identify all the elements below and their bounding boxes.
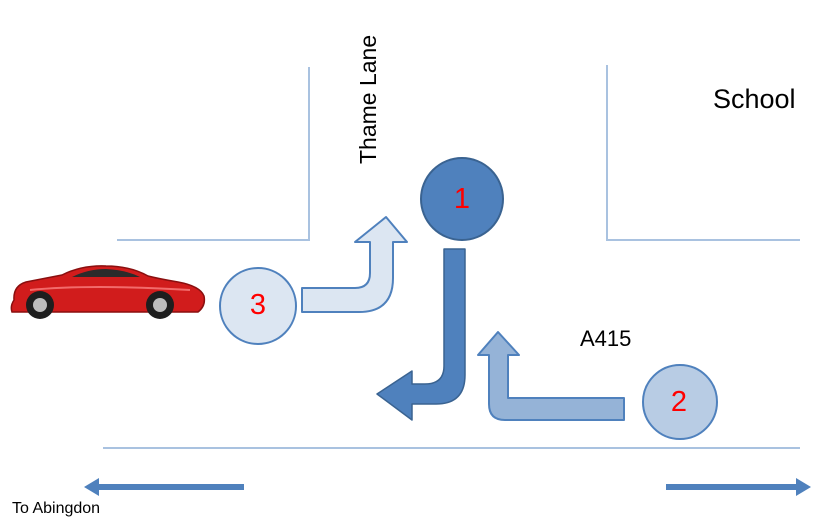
marker-3 [219,267,297,345]
marker-3-number: 3 [249,289,267,321]
car-icon [10,265,206,319]
direction-arrows [84,478,811,496]
car-rear-hub [33,298,47,312]
road-name-label: A415 [580,326,632,351]
thame-lane-label: Thame Lane [355,34,381,164]
right-arrow-head [796,478,811,496]
school-label: School [713,84,796,114]
arrow-2-right-turn [477,331,625,421]
direction-label: To Abingdon [12,500,101,517]
marker-2 [642,364,718,440]
kerb-right-corner [606,65,800,241]
arrow-3-left-turn [301,216,408,313]
car-window [72,269,140,277]
right-arrow-shaft [666,484,800,490]
marker-1-number: 1 [453,183,471,215]
arrow-1-left-turn [376,248,466,421]
car-front-hub [153,298,167,312]
road-edges [103,65,800,449]
left-arrow-head [84,478,99,496]
kerb-left-corner [117,67,310,241]
marker-2-number: 2 [670,386,688,418]
left-arrow-shaft [96,484,244,490]
car-highlight [29,286,191,291]
marker-1 [420,157,504,241]
